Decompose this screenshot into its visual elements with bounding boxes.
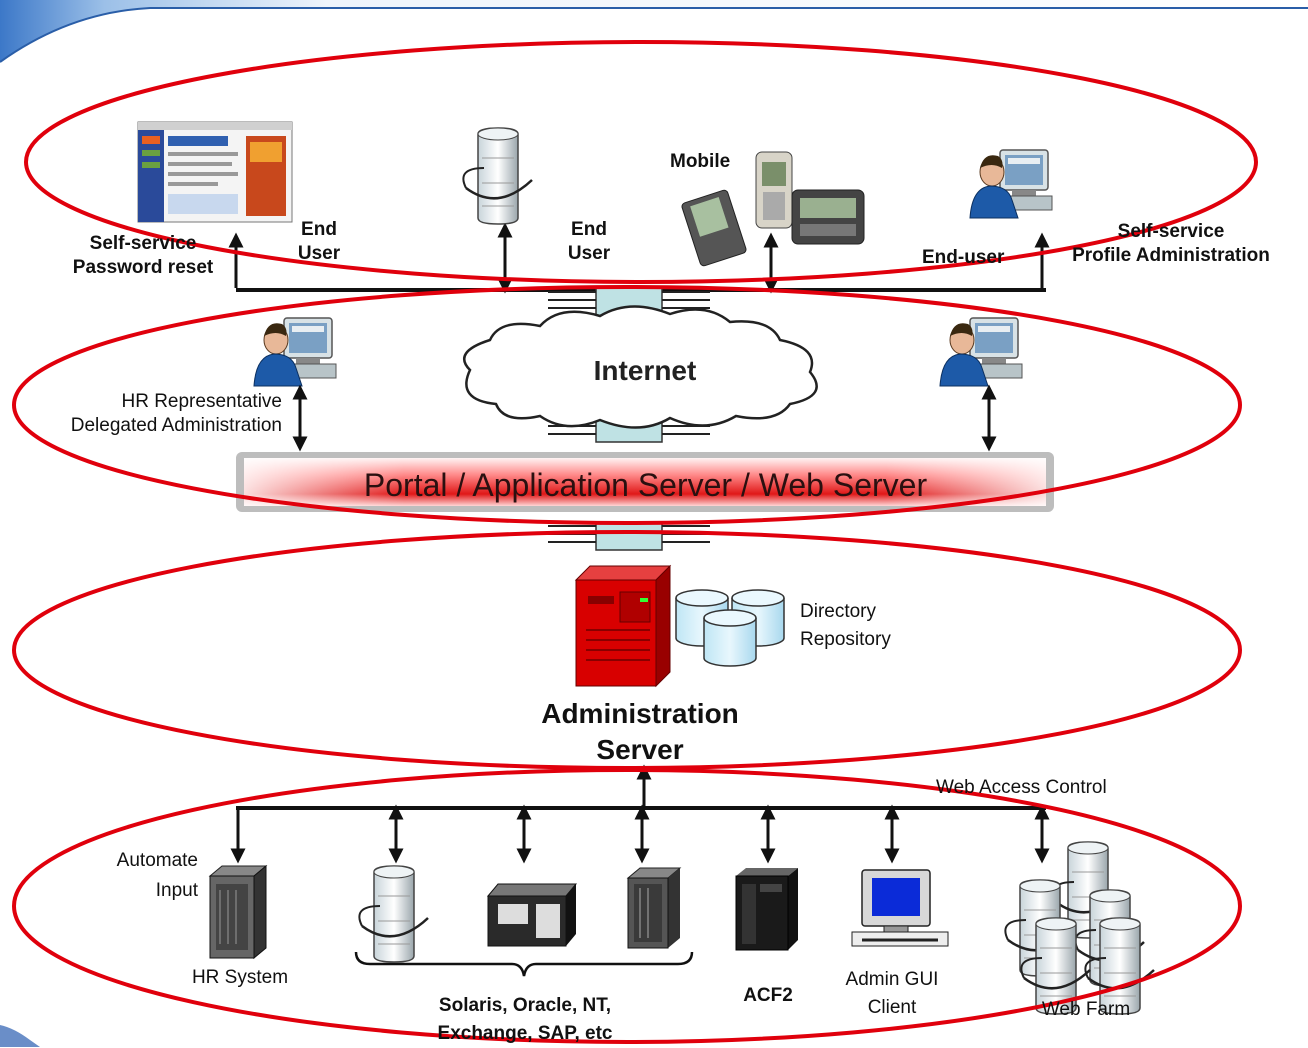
label-line: Self-service: [89, 233, 197, 254]
label-line: Directory: [800, 601, 877, 622]
directory-repository-label: Directory Repository: [800, 598, 891, 654]
label-line: End: [571, 219, 607, 240]
mainframe-icon: [208, 864, 268, 960]
user-at-computer-icon: [969, 149, 1053, 219]
portal-label: Portal / Application Server / Web Server: [363, 467, 928, 503]
end-user-label-1: End User: [282, 218, 356, 266]
label-line: Solaris, Oracle, NT,: [438, 995, 612, 1016]
database-cylinders-icon: [675, 589, 785, 667]
server-tower-icon: [626, 867, 682, 949]
label-line: Input: [155, 880, 198, 901]
solaris-group-label: Solaris, Oracle, NT, Exchange, SAP, etc: [400, 992, 650, 1048]
firewall-icon: [547, 521, 711, 551]
hr-representative-label: HR Representative Delegated Administrati…: [0, 390, 282, 438]
cloud-icon: [463, 305, 818, 429]
label-line: Repository: [800, 629, 891, 650]
ellipse-users: [24, 40, 1258, 284]
self-service-profile-label: Self-service Profile Administration: [1046, 220, 1296, 268]
printer-icon: [486, 883, 578, 947]
group-brace: [354, 951, 694, 977]
user-at-computer-icon: [939, 317, 1023, 387]
footer-swoosh: [0, 1025, 40, 1047]
workstation-icon: [851, 869, 949, 947]
red-server-icon: [574, 564, 672, 688]
label-line: End: [301, 219, 337, 240]
end-user-label-3: End-user: [922, 247, 1005, 268]
label-line: Profile Administration: [1072, 245, 1270, 266]
server-tower-icon: [358, 864, 430, 964]
user-at-computer-icon: [253, 317, 337, 387]
label-line: User: [297, 243, 341, 264]
self-service-password-label: Self-service Password reset: [48, 232, 238, 280]
acf2-label: ACF2: [743, 985, 793, 1006]
web-access-control-label: Web Access Control: [936, 777, 1107, 798]
label-line: Client: [867, 997, 917, 1018]
internet-label: Internet: [593, 355, 697, 386]
ellipse-network: [12, 285, 1242, 525]
ellipse-backend: [12, 768, 1242, 1044]
label-line: HR Representative: [121, 391, 282, 412]
server-farm-icon: [1004, 840, 1156, 1016]
web-farm-label: Web Farm: [1041, 999, 1131, 1020]
server-tower-icon: [462, 126, 534, 226]
mobile-label: Mobile: [670, 151, 731, 172]
label-line: Administration: [541, 698, 739, 729]
automate-input-label: Automate Input: [100, 846, 198, 906]
label-line: Automate: [116, 850, 198, 871]
portal-bar: [236, 452, 1054, 512]
administration-server-label: Administration Server: [510, 696, 770, 768]
server-tower-icon: [735, 868, 798, 951]
highlight-ellipses: [12, 40, 1258, 1044]
admin-gui-client-label: Admin GUI Client: [834, 966, 950, 1022]
hr-system-label: HR System: [191, 967, 289, 988]
label-line: Exchange, SAP, etc: [437, 1023, 613, 1044]
browser-screenshot-icon: [137, 121, 293, 223]
label-line: Server: [596, 734, 684, 765]
mobile-devices-icon: [681, 151, 865, 267]
end-user-label-2: End User: [556, 218, 622, 266]
label-line: Delegated Administration: [70, 415, 282, 436]
label-line: Self-service: [1117, 221, 1225, 242]
label-line: User: [567, 243, 611, 264]
label-line: Password reset: [72, 257, 214, 278]
label-line: Admin GUI: [845, 969, 939, 990]
